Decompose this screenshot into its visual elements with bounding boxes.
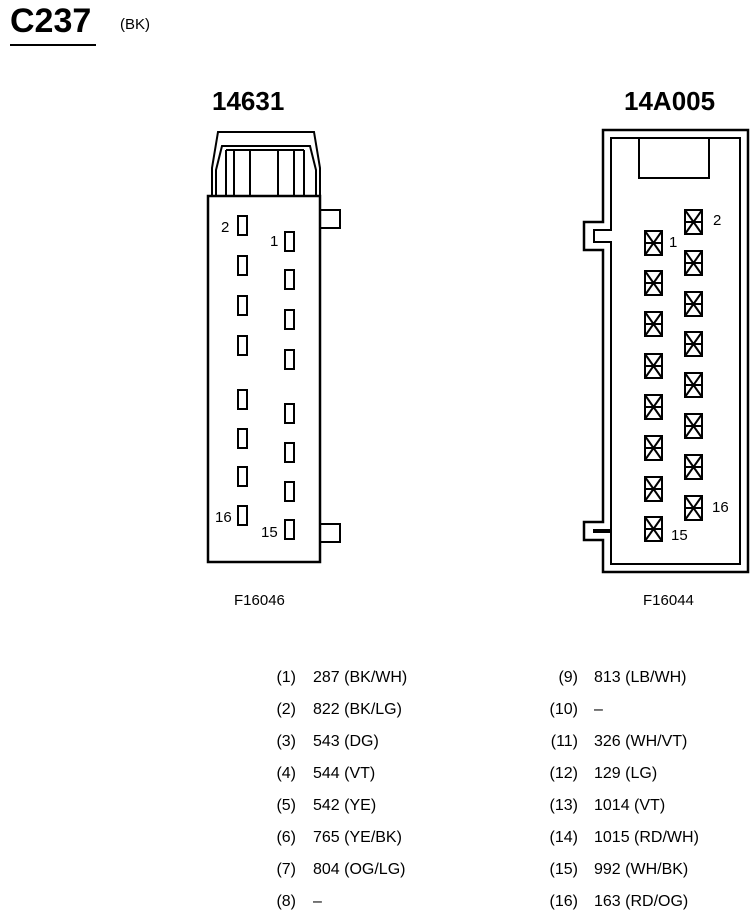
pinout-pin-number: (15) — [549, 861, 578, 878]
right-pin-label-2: 2 — [713, 212, 721, 229]
pinout-circuit: 765 (YE/BK) — [313, 829, 402, 846]
pinout-circuit: 1015 (RD/WH) — [594, 829, 699, 846]
pinout-circuit: 542 (YE) — [313, 797, 377, 814]
pinout-pin-number: (16) — [549, 893, 578, 910]
left-pin-label-15: 15 — [261, 524, 278, 541]
pinout-circuit: 813 (LB/WH) — [594, 669, 687, 686]
left-connector-body — [206, 131, 341, 564]
pinout-pin-number: (8) — [276, 893, 296, 910]
pinout-pin-number: (2) — [276, 701, 296, 718]
connector-color-code: (BK) — [120, 16, 150, 33]
right-pin-label-15: 15 — [671, 527, 688, 544]
pinout-circuit: 822 (BK/LG) — [313, 701, 402, 718]
left-pin-label-16: 16 — [215, 509, 232, 526]
pinout-circuit: – — [594, 701, 603, 718]
left-part-number: 14631 — [212, 86, 285, 116]
right-connector-cavities — [644, 209, 703, 542]
left-pin-label-2: 2 — [221, 219, 229, 236]
right-connector-body — [582, 128, 750, 574]
pinout-circuit: 1014 (VT) — [594, 797, 666, 814]
right-pin-label-1: 1 — [669, 234, 677, 251]
pinout-pin-number: (9) — [558, 669, 578, 686]
pinout-pin-number: (11) — [550, 733, 578, 750]
connector-title: C237 — [10, 2, 92, 40]
pinout-circuit: 163 (RD/OG) — [594, 893, 689, 910]
left-connector-cavities — [237, 215, 295, 540]
pinout-circuit: 287 (BK/WH) — [313, 669, 408, 686]
pinout-circuit: 543 (DG) — [313, 733, 379, 750]
right-part-number: 14A005 — [624, 86, 716, 116]
pinout-circuit: 326 (WH/VT) — [594, 733, 688, 750]
pinout-pin-number: (12) — [549, 765, 578, 782]
pinout-pin-number: (13) — [549, 797, 578, 814]
pinout-pin-number: (7) — [276, 861, 296, 878]
pinout-pin-number: (5) — [276, 797, 296, 814]
pinout-pin-number: (1) — [276, 669, 296, 686]
left-figure-id: F16046 — [234, 592, 285, 609]
pinout-pin-number: (10) — [549, 701, 578, 718]
pinout-circuit: 129 (LG) — [594, 765, 658, 782]
pinout-pin-number: (4) — [276, 765, 296, 782]
pinout-circuit: 544 (VT) — [313, 765, 376, 782]
pinout-pin-number: (3) — [276, 733, 296, 750]
pinout-pin-number: (14) — [549, 829, 578, 846]
left-pin-label-1: 1 — [270, 233, 278, 250]
pinout-circuit: 804 (OG/LG) — [313, 861, 406, 878]
pinout-circuit: – — [313, 893, 322, 910]
pinout-circuit: 992 (WH/BK) — [594, 861, 689, 878]
pinout-pin-number: (6) — [276, 829, 296, 846]
right-pin-label-16: 16 — [712, 499, 729, 516]
title-underline — [10, 44, 96, 46]
right-figure-id: F16044 — [643, 592, 694, 609]
